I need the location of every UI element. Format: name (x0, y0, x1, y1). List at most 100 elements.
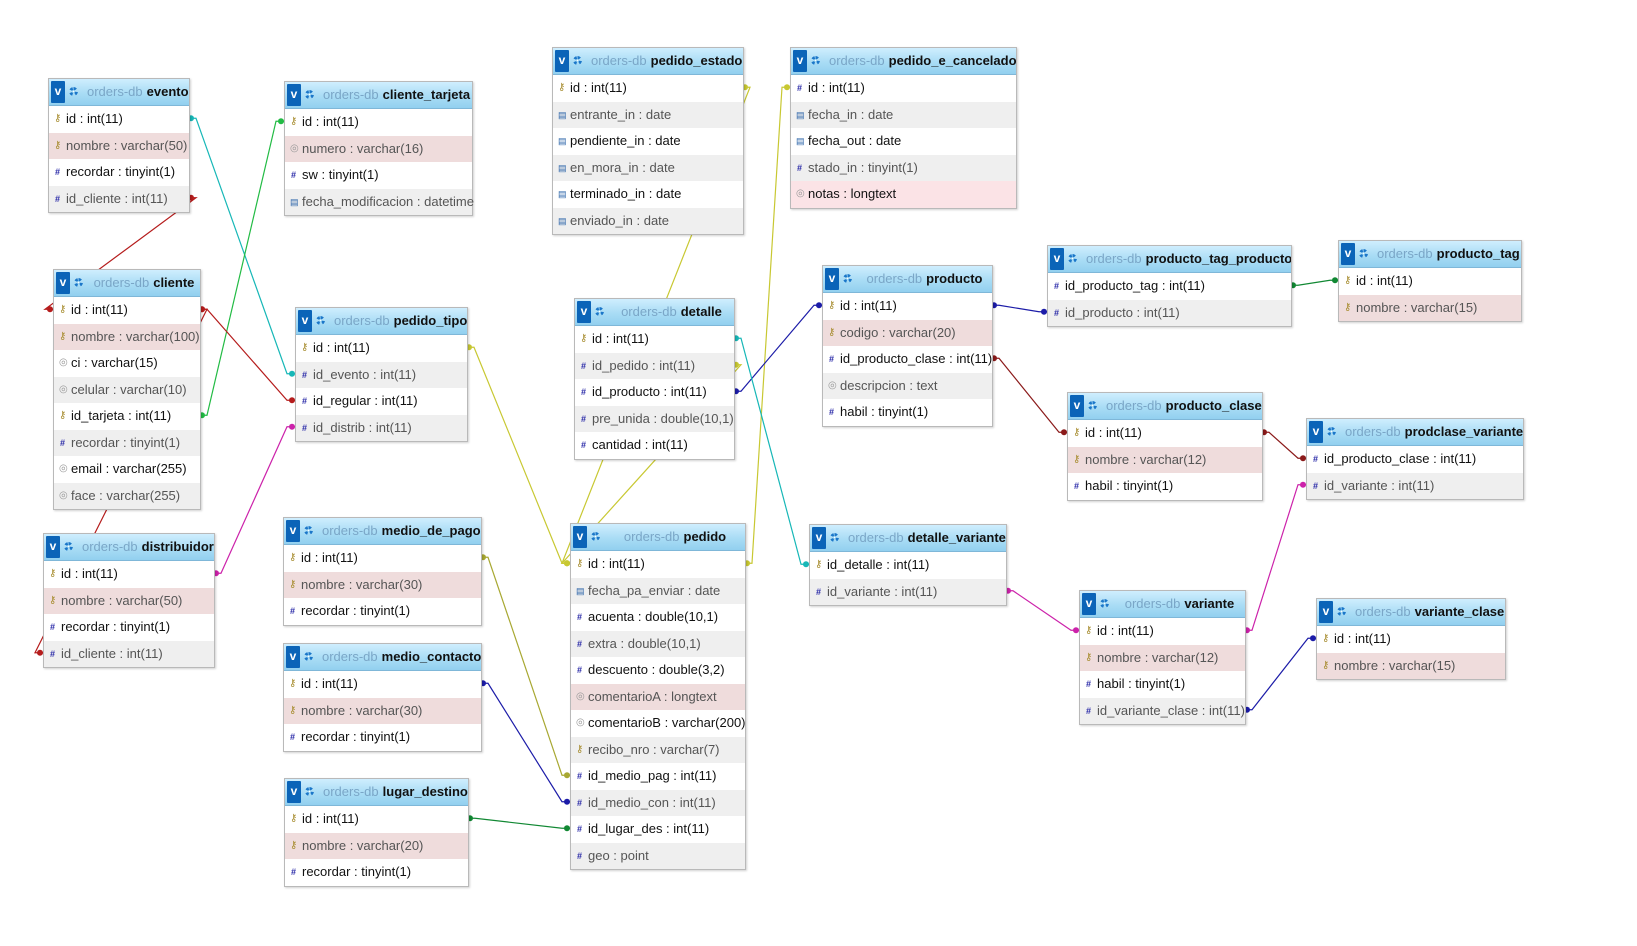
gear-icon[interactable] (1100, 599, 1109, 608)
column-row[interactable]: ⚷id : int(11) (54, 297, 200, 324)
gear-icon[interactable] (573, 56, 582, 65)
gear-icon[interactable] (1068, 254, 1077, 263)
column-row[interactable]: #recordar : tinyint(1) (284, 724, 481, 751)
column-row[interactable]: ⚷nombre : varchar(30) (284, 571, 481, 598)
toggle-view-icon[interactable]: v (1309, 421, 1323, 443)
toggle-view-icon[interactable]: v (1319, 601, 1333, 623)
column-row[interactable]: #stado_in : tinyint(1) (791, 154, 1016, 181)
column-row[interactable]: ⚷nombre : varchar(50) (44, 587, 214, 614)
column-row[interactable]: #habil : tinyint(1) (1080, 671, 1245, 698)
column-row[interactable]: ▤pendiente_in : date (553, 128, 743, 155)
column-row[interactable]: #id_producto : int(11) (1048, 299, 1291, 326)
toggle-view-icon[interactable]: v (56, 272, 70, 294)
column-row[interactable]: ◎notas : longtext (791, 181, 1016, 208)
gear-icon[interactable] (64, 542, 73, 551)
column-row[interactable]: ⚷nombre : varchar(100) (54, 323, 200, 350)
toggle-view-icon[interactable]: v (812, 527, 826, 549)
column-row[interactable]: #id_producto_tag : int(11) (1048, 273, 1291, 300)
column-row[interactable]: ⚷id : int(11) (49, 106, 189, 133)
column-row[interactable]: #id_regular : int(11) (296, 388, 467, 415)
column-row[interactable]: #id : int(11) (791, 75, 1016, 102)
column-row[interactable]: #id_producto_clase : int(11) (823, 346, 992, 373)
column-row[interactable]: ◎comentarioA : longtext (571, 683, 745, 710)
toggle-view-icon[interactable]: v (287, 84, 301, 106)
toggle-view-icon[interactable]: v (1050, 248, 1064, 270)
column-row[interactable]: #id_producto_clase : int(11) (1307, 446, 1523, 473)
toggle-view-icon[interactable]: v (577, 301, 591, 323)
column-row[interactable]: #geo : point (571, 842, 745, 869)
toggle-view-icon[interactable]: v (1070, 395, 1084, 417)
column-row[interactable]: ▤terminado_in : date (553, 181, 743, 208)
column-row[interactable]: ▤entrante_in : date (553, 101, 743, 128)
column-row[interactable]: ⚷id_tarjeta : int(11) (54, 403, 200, 430)
gear-icon[interactable] (316, 316, 325, 325)
toggle-view-icon[interactable]: v (286, 646, 300, 668)
gear-icon[interactable] (74, 278, 83, 287)
column-row[interactable]: #descuento : double(3,2) (571, 657, 745, 684)
column-row[interactable]: #id_cliente : int(11) (44, 640, 214, 667)
column-row[interactable]: #id_cliente : int(11) (49, 185, 189, 212)
column-row[interactable]: ⚷id_detalle : int(11) (810, 552, 1006, 579)
column-row[interactable]: ⚷nombre : varchar(20) (285, 832, 468, 859)
column-row[interactable]: ⚷id : int(11) (284, 545, 481, 572)
column-row[interactable]: #habil : tinyint(1) (823, 399, 992, 426)
column-row[interactable]: #id_lugar_des : int(11) (571, 816, 745, 843)
column-row[interactable]: ⚷nombre : varchar(30) (284, 697, 481, 724)
column-row[interactable]: ◎ci : varchar(15) (54, 350, 200, 377)
column-row[interactable]: #id_pedido : int(11) (575, 352, 734, 379)
column-row[interactable]: ⚷nombre : varchar(50) (49, 132, 189, 159)
toggle-view-icon[interactable]: v (287, 781, 301, 803)
column-row[interactable]: ⚷id : int(11) (296, 335, 467, 362)
column-row[interactable]: ⚷id : int(11) (1068, 420, 1262, 447)
column-row[interactable]: ▤fecha_modificacion : datetime (285, 188, 474, 215)
column-row[interactable]: ⚷id : int(11) (1339, 268, 1521, 295)
column-row[interactable]: ▤fecha_out : date (791, 128, 1016, 155)
column-row[interactable]: #recordar : tinyint(1) (49, 159, 189, 186)
column-row[interactable]: ⚷id : int(11) (44, 561, 214, 588)
column-row[interactable]: #recordar : tinyint(1) (284, 598, 481, 625)
toggle-view-icon[interactable]: v (298, 310, 312, 332)
toggle-view-icon[interactable]: v (825, 268, 839, 290)
column-row[interactable]: ⚷nombre : varchar(15) (1339, 294, 1521, 321)
toggle-view-icon[interactable]: v (793, 50, 807, 72)
column-row[interactable]: ◎email : varchar(255) (54, 456, 200, 483)
gear-icon[interactable] (1327, 427, 1336, 436)
column-row[interactable]: #cantidad : int(11) (575, 432, 734, 459)
column-row[interactable]: ◎celular : varchar(10) (54, 376, 200, 403)
column-row[interactable]: ⚷id : int(11) (575, 326, 734, 353)
column-row[interactable]: ⚷id : int(11) (553, 75, 743, 102)
column-row[interactable]: #id_variante : int(11) (1307, 472, 1523, 499)
toggle-view-icon[interactable]: v (555, 50, 569, 72)
column-row[interactable]: #id_producto : int(11) (575, 379, 734, 406)
toggle-view-icon[interactable]: v (1341, 243, 1355, 265)
toggle-view-icon[interactable]: v (573, 526, 587, 548)
gear-icon[interactable] (843, 274, 852, 283)
column-row[interactable]: #extra : double(10,1) (571, 630, 745, 657)
column-row[interactable]: ◎numero : varchar(16) (285, 135, 472, 162)
gear-icon[interactable] (595, 307, 604, 316)
gear-icon[interactable] (305, 90, 314, 99)
gear-icon[interactable] (304, 652, 313, 661)
column-row[interactable]: ⚷nombre : varchar(12) (1080, 644, 1245, 671)
